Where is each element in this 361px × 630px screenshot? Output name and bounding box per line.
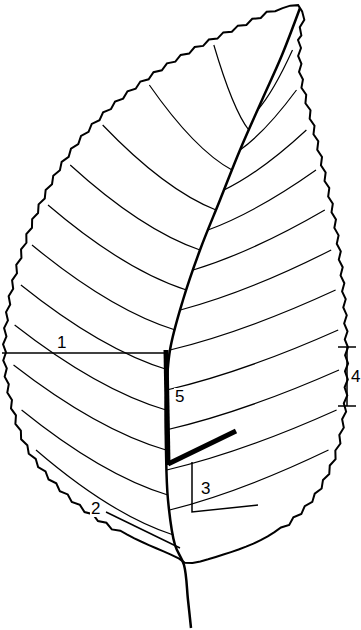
lateral-vein — [214, 45, 249, 130]
lateral-vein — [180, 250, 331, 310]
lateral-vein — [240, 90, 297, 150]
callout-number: 5 — [174, 388, 185, 405]
lateral-vein — [149, 85, 232, 170]
lateral-vein — [193, 210, 325, 270]
bold-vein-segment — [168, 431, 236, 464]
measure-line — [106, 512, 180, 548]
lateral-vein — [170, 450, 329, 510]
callout-number: 1 — [56, 334, 67, 351]
lateral-vein — [48, 205, 186, 290]
lateral-vein — [103, 125, 216, 210]
lateral-vein — [36, 450, 173, 535]
lateral-vein — [32, 245, 175, 330]
callout-number: 2 — [90, 500, 101, 517]
callout-number: 4 — [350, 368, 361, 385]
lateral-vein — [21, 285, 169, 370]
lateral-vein — [22, 410, 168, 495]
bold-midrib-segment — [166, 350, 168, 465]
lateral-vein — [208, 170, 316, 230]
lateral-vein — [170, 290, 336, 350]
lateral-vein — [14, 365, 166, 450]
lateral-vein — [258, 50, 293, 110]
leaf-outline — [3, 5, 348, 563]
midrib — [166, 8, 300, 628]
lateral-vein — [167, 410, 337, 470]
lateral-vein — [166, 370, 339, 430]
callout-number: 3 — [200, 480, 211, 497]
measure-line — [192, 462, 258, 512]
measure-line — [2, 352, 168, 354]
lateral-vein — [224, 130, 306, 190]
lateral-vein — [15, 325, 166, 410]
